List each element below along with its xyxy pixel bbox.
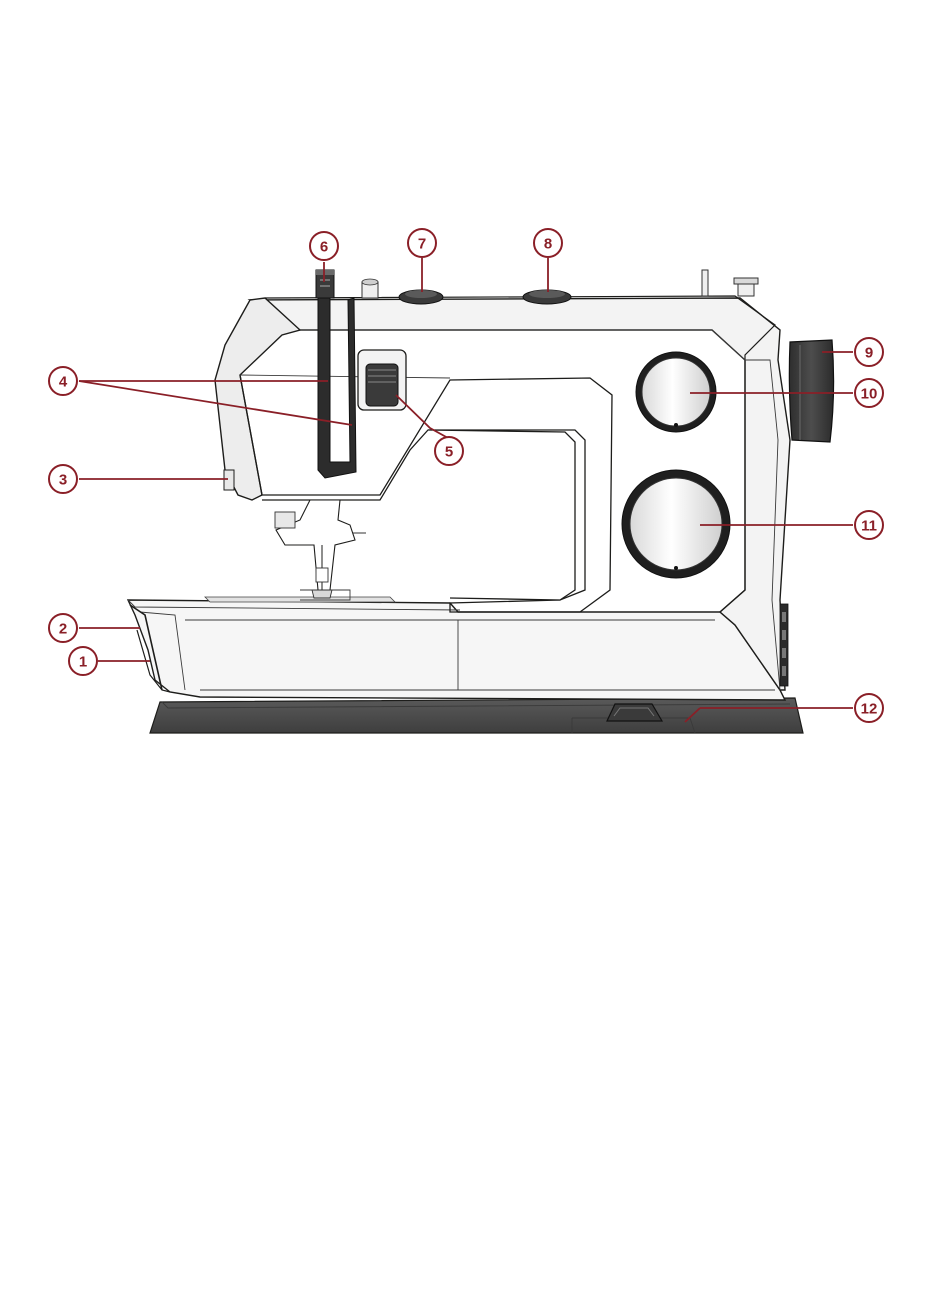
callout-3: 3 — [49, 465, 77, 493]
callout-9-label: 9 — [865, 345, 873, 362]
sewing-machine-illustration — [128, 270, 834, 733]
stitch-length-dial — [636, 352, 716, 432]
callout-1: 1 — [69, 647, 97, 675]
callout-8-label: 8 — [544, 236, 552, 253]
callout-2-label: 2 — [59, 621, 67, 638]
handwheel — [789, 340, 833, 442]
callout-11-label: 11 — [861, 518, 877, 535]
reverse-lever — [224, 470, 234, 490]
callout-9: 9 — [855, 338, 883, 366]
callout-5: 5 — [435, 437, 463, 465]
stitch-selector-dial — [622, 470, 730, 578]
needle-presser-foot — [275, 500, 366, 598]
callout-2: 2 — [49, 614, 77, 642]
callout-6: 6 — [310, 232, 338, 260]
callout-12: 12 — [855, 694, 883, 722]
thread-tension-dial — [358, 350, 406, 410]
free-arm — [128, 590, 785, 700]
callout-10-label: 10 — [861, 386, 878, 403]
callout-12-label: 12 — [861, 701, 878, 718]
callout-3-label: 3 — [59, 472, 67, 489]
callout-8: 8 — [534, 229, 562, 257]
callout-11: 11 — [855, 511, 883, 539]
callout-4: 4 — [49, 367, 77, 395]
machine-base — [150, 698, 803, 733]
callout-5-label: 5 — [445, 444, 453, 461]
callout-10: 10 — [855, 379, 883, 407]
callout-7-label: 7 — [418, 236, 426, 253]
callout-1-label: 1 — [79, 654, 87, 671]
callout-4-label: 4 — [59, 374, 68, 391]
callout-6-label: 6 — [320, 239, 328, 256]
callout-7: 7 — [408, 229, 436, 257]
